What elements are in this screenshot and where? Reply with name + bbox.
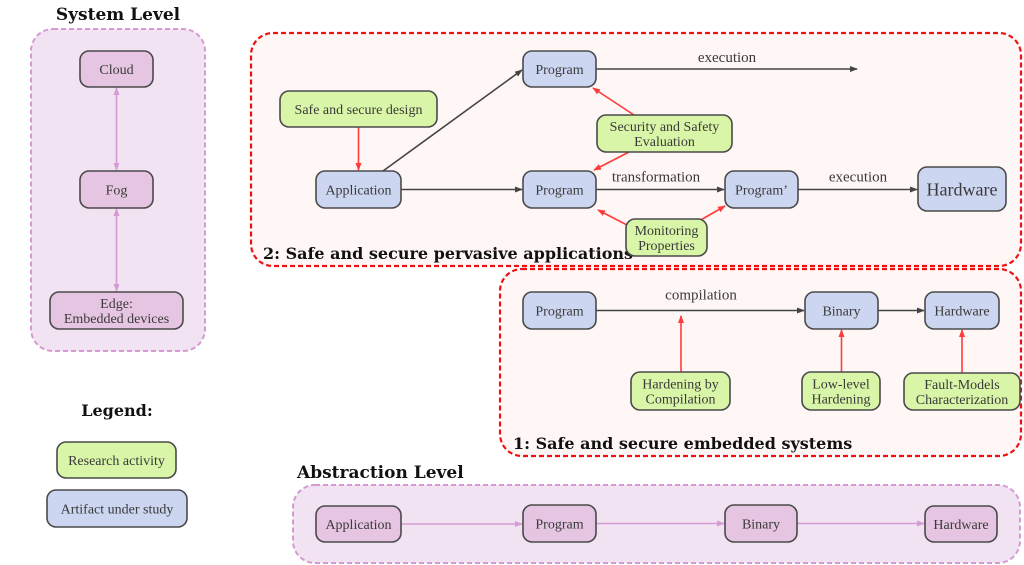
region2-edge-sse-program-top	[592, 87, 635, 116]
region2-node-program-top: Program	[522, 50, 597, 88]
node-label: Hardware	[934, 304, 989, 319]
node-label: Compilation	[646, 392, 716, 407]
node-box	[903, 372, 1021, 411]
node-label: Safe and secure design	[295, 103, 423, 118]
node-label: Program	[535, 304, 583, 319]
node-label: Edge:	[100, 297, 133, 312]
node-label: Characterization	[916, 393, 1009, 408]
node-box	[724, 504, 798, 543]
abstraction-level-node-program: Program	[522, 504, 597, 543]
node-label: Program	[535, 183, 583, 198]
region2-node-design: Safe and secure design	[279, 90, 438, 128]
node-label: Application	[325, 518, 391, 533]
node-box	[625, 218, 708, 257]
node-box	[596, 114, 733, 153]
abstraction-level-node-hardware: Hardware	[924, 505, 998, 543]
region2-node-program-prime: Program’	[724, 170, 799, 209]
region1-embedded-systems	[498, 267, 1023, 458]
node-box	[724, 170, 799, 209]
node-label: Binary	[742, 517, 780, 532]
edge-label-compilation: compilation	[665, 288, 737, 304]
abstraction-level-node-binary: Binary	[724, 504, 798, 543]
node-label: Cloud	[99, 63, 133, 78]
region2-title: 2: Safe and secure pervasive application…	[263, 244, 633, 263]
node-box	[315, 170, 402, 209]
system-level-node-edge: Edge:Embedded devices	[49, 291, 184, 330]
edge-label-execution-bottom: execution	[829, 170, 888, 186]
abstraction-level-title: Abstraction Level	[296, 463, 464, 483]
node-box	[46, 489, 188, 528]
edges-layer: execution transformation execution compilat…	[113, 50, 965, 527]
node-box	[924, 291, 1000, 330]
system-level-node-fog: Fog	[79, 170, 154, 209]
region2-edge-application-program-top	[382, 69, 523, 172]
system-level-node-cloud: Cloud	[79, 50, 154, 88]
node-label: Security and Safety	[610, 120, 720, 135]
node-box	[56, 441, 177, 479]
node-label: Embedded devices	[64, 312, 169, 327]
node-label: Program	[535, 517, 583, 532]
region1-node-hardware: Hardware	[924, 291, 1000, 330]
node-label: Binary	[822, 304, 860, 319]
node-box	[924, 505, 998, 543]
node-label: Program	[535, 63, 583, 78]
node-label: Hardening by	[642, 377, 719, 392]
region2-node-hardware: Hardware	[917, 166, 1007, 212]
abstraction-level-node-application: Application	[315, 505, 402, 543]
region1-title: 1: Safe and secure embedded systems	[513, 434, 852, 453]
node-box	[801, 371, 881, 411]
node-box	[804, 291, 879, 330]
node-label: Research activity	[68, 454, 165, 469]
node-box	[917, 166, 1007, 212]
node-label: Artifact under study	[61, 502, 174, 517]
node-box	[522, 50, 597, 88]
node-label: Fog	[106, 183, 128, 198]
system-level-title: System Level	[56, 5, 181, 25]
region2-edge-sse-program-mid	[593, 151, 630, 171]
node-label: Monitoring	[635, 224, 699, 239]
node-label: Hardware	[933, 518, 988, 533]
region1-node-binary: Binary	[804, 291, 879, 330]
node-label: Fault-Models	[924, 378, 999, 393]
region2-edge-monitoring-program-prime	[698, 205, 726, 222]
legend-node-artifact: Artifact under study	[46, 489, 188, 528]
node-box	[630, 371, 731, 411]
region2-node-application: Application	[315, 170, 402, 209]
node-label: Hardware	[927, 179, 998, 199]
node-box	[522, 291, 597, 330]
node-label: Properties	[638, 239, 695, 254]
region2-node-program-mid: Program	[522, 170, 597, 209]
node-label: Low-level	[812, 377, 870, 392]
edge-label-transformation: transformation	[612, 170, 701, 186]
region1-node-program: Program	[522, 291, 597, 330]
node-box	[315, 505, 402, 543]
node-box	[49, 291, 184, 330]
region2-edge-monitoring-program-mid	[597, 209, 628, 226]
node-label: Application	[325, 183, 391, 198]
legend-node-research: Research activity	[56, 441, 177, 479]
legend-title: Legend:	[81, 401, 153, 420]
node-label: Evaluation	[634, 135, 695, 150]
node-label: Hardening	[811, 392, 870, 407]
node-box	[79, 170, 154, 209]
node-box	[522, 170, 597, 209]
node-box	[522, 504, 597, 543]
node-box	[79, 50, 154, 88]
node-label: Program’	[735, 183, 788, 198]
edge-label-execution-top: execution	[698, 50, 757, 66]
node-box	[279, 90, 438, 128]
